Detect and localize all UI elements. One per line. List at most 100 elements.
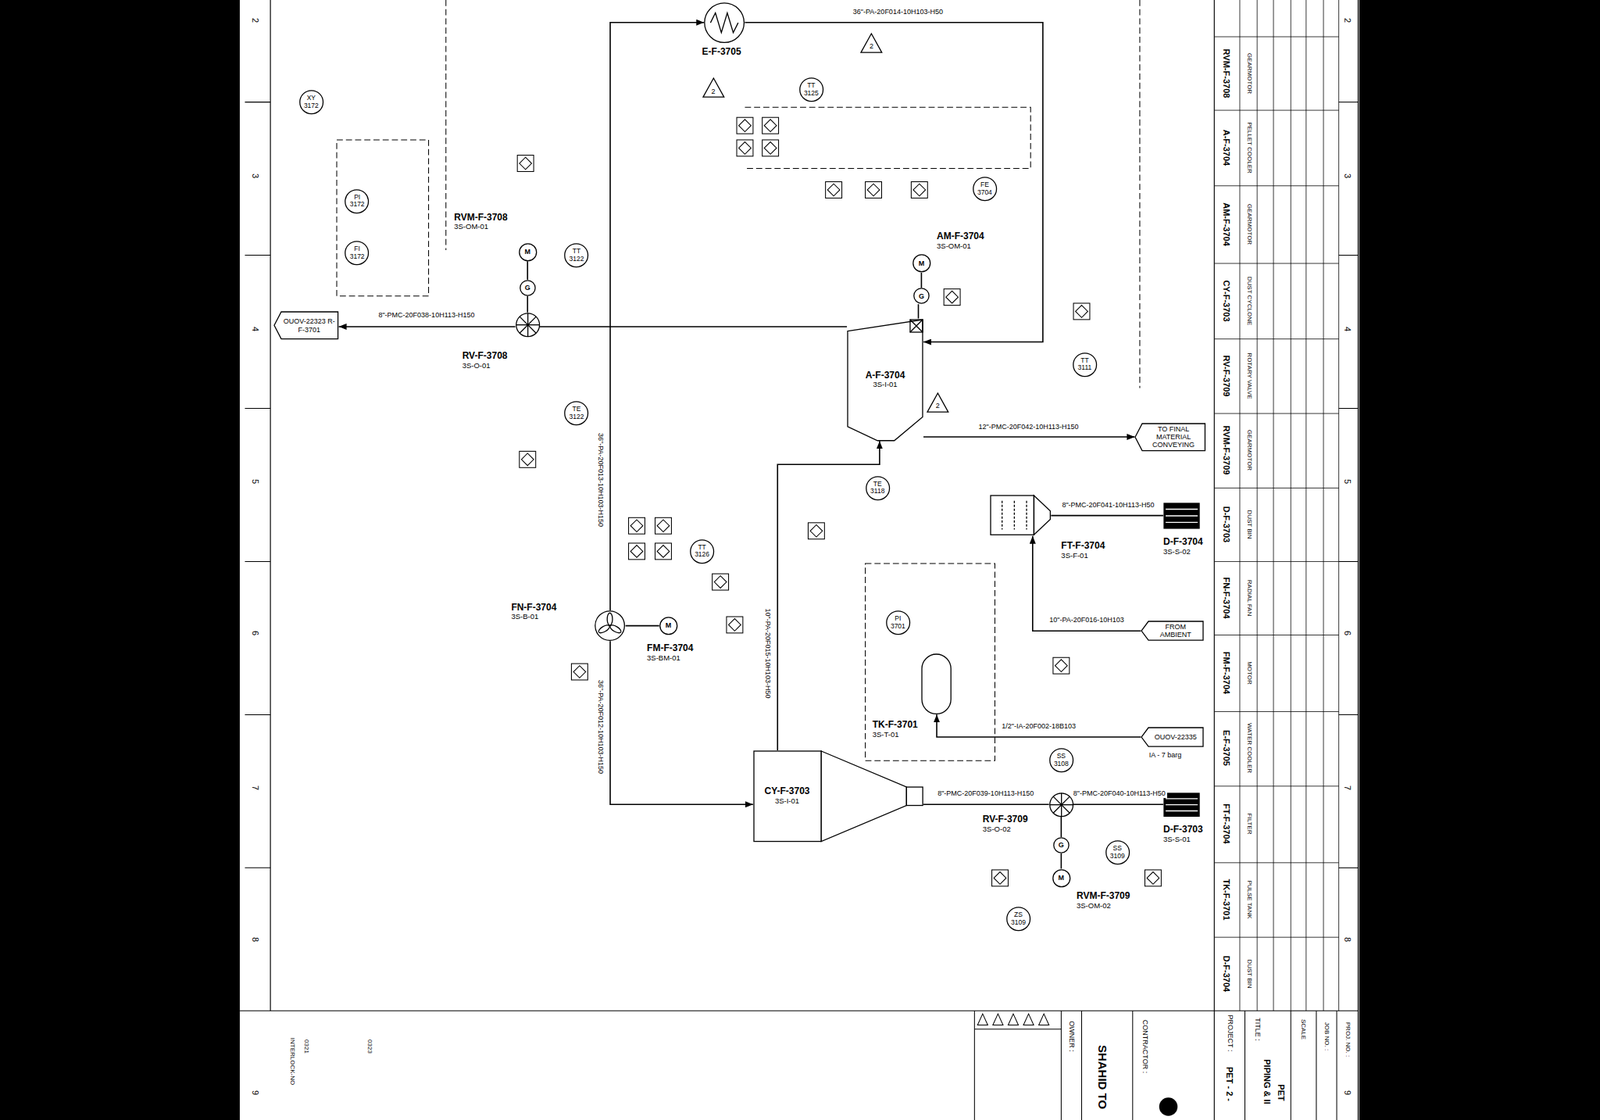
node-text: 3S-I-01 <box>872 380 897 390</box>
line-number: 8"-PMC-20F041-10H113-H50 <box>1060 501 1156 510</box>
instrument-tag: TT <box>1080 357 1089 365</box>
grid-number: 8 <box>250 936 260 942</box>
instrument-square <box>913 183 926 197</box>
table-tag: FT-F-3704 <box>1221 803 1232 843</box>
node-body: 2 <box>860 32 883 54</box>
symbol-part <box>660 617 678 635</box>
node-text: 3S-I-01 <box>775 796 800 806</box>
symbol-part <box>1053 837 1069 853</box>
dashed-boundary <box>744 107 1031 168</box>
table-tag: D-F-3703 <box>1221 506 1232 543</box>
grid-tick <box>1339 867 1359 868</box>
sheet-frame <box>270 0 272 1011</box>
symbol-part <box>973 177 997 201</box>
grid-tick <box>1339 714 1359 715</box>
dashed-boundary <box>865 563 996 761</box>
table-grid <box>1290 0 1292 1011</box>
instrument-square <box>1053 657 1070 674</box>
node-text: G <box>525 283 531 292</box>
symbol-part <box>520 280 536 296</box>
symbol-part <box>821 750 907 842</box>
table-grid <box>1214 36 1339 38</box>
node-body: FROM AMBIENT <box>1140 620 1204 641</box>
pipe-line <box>936 714 1141 737</box>
instrument-square <box>517 155 534 172</box>
rotary-valve-outline <box>515 312 540 337</box>
dust-bin-outline <box>1163 792 1200 817</box>
table-tag: AM-F-3704 <box>1221 203 1232 247</box>
line-number: 36"-PA-20F013-10H103-H150 <box>596 431 604 529</box>
instrument-square <box>728 618 742 632</box>
equipment-tag: RV-F-3709 <box>982 814 1029 825</box>
symbol-part <box>564 401 589 425</box>
symbol-part <box>886 610 911 635</box>
pipe-line <box>610 640 754 804</box>
instrument-square <box>910 182 928 199</box>
instrument-bubble: TT3122 <box>564 242 589 268</box>
rotary-valve: RV-F-37093S-O-02 <box>1049 792 1074 817</box>
table-description: GEARMOTOR <box>1245 203 1253 245</box>
instrument-tag: TE <box>873 480 883 489</box>
equipment-code: 3S-OM-01 <box>453 222 508 232</box>
node-body: XY3172 <box>299 89 324 115</box>
symbol-part <box>906 786 923 806</box>
grid-number: 5 <box>1342 478 1353 484</box>
table-tag: FM-F-3704 <box>1221 651 1232 694</box>
instrument-bubble: FI3172 <box>344 240 369 265</box>
symbol-part <box>1165 507 1198 509</box>
off-page-connector: FROM AMBIENT <box>1140 620 1204 641</box>
instrument-square <box>867 183 880 197</box>
instrument-square <box>1055 659 1068 672</box>
equipment-label: RVM-F-37093S-OM-02 <box>1076 890 1130 911</box>
instrument-square <box>1073 303 1090 320</box>
symbol-part <box>910 319 923 333</box>
pipe-line <box>339 325 516 328</box>
symbol-part <box>1049 748 1073 772</box>
equipment-code: 3S-S-02 <box>1163 547 1204 557</box>
table-tag: RVM-F-3709 <box>1221 425 1232 475</box>
instrument-square <box>630 519 643 533</box>
grid-number: 2 <box>1342 17 1353 23</box>
symbol-part <box>1165 809 1198 811</box>
grid-number: 2 <box>250 17 260 23</box>
instrument-square <box>714 575 727 589</box>
rotary-valve-outline <box>1049 792 1074 817</box>
instrument-square <box>726 616 743 633</box>
equipment-label: RV-F-37083S-O-01 <box>462 350 508 371</box>
instrument-tag: TT <box>697 543 706 552</box>
instrument-bubble: TT3111 <box>1072 352 1097 377</box>
dashed-boundary <box>336 0 1140 761</box>
grid-number: 7 <box>1342 785 1353 790</box>
symbol-part <box>1052 868 1070 886</box>
title-block <box>1060 1010 1062 1120</box>
equipment-code: 3S-O-02 <box>982 825 1029 834</box>
instrument-square <box>571 663 588 680</box>
instrument-square <box>1053 657 1070 674</box>
symbol-part <box>1141 727 1204 747</box>
symbol-part <box>710 12 739 33</box>
title-block <box>974 1028 1061 1029</box>
node-body: 2 <box>702 77 725 98</box>
equipment-tag: IA - 7 barg <box>1149 750 1183 759</box>
symbol-part <box>274 311 339 340</box>
grid-number: 3 <box>250 173 260 179</box>
gearbox-symbol: G <box>519 279 536 297</box>
node-body <box>989 494 1051 536</box>
symbol-part <box>345 241 369 265</box>
instrument-tag: SS <box>1057 752 1066 761</box>
grid-number: 9 <box>250 1089 260 1094</box>
node-body: PI3701 <box>885 610 911 635</box>
table-description: PULSE TANK <box>1245 879 1253 918</box>
pipe-line <box>526 296 529 313</box>
table-tag: CY-F-3703 <box>1221 280 1232 322</box>
table-tag: E-F-3705 <box>1221 729 1232 766</box>
table-tag: A-F-3704 <box>1221 129 1232 166</box>
symbol-part <box>704 2 745 43</box>
instrument-bubble: TE3118 <box>865 475 890 500</box>
node-text: 2 <box>710 87 715 96</box>
equipment-label: AM-F-37043S-OM-01 <box>936 231 985 251</box>
node-body: G <box>1053 836 1070 854</box>
symbol-part <box>518 243 536 261</box>
node-text: OUOV-22323 R-F-3701 <box>282 317 336 334</box>
drawing-sheet <box>239 0 1360 1120</box>
